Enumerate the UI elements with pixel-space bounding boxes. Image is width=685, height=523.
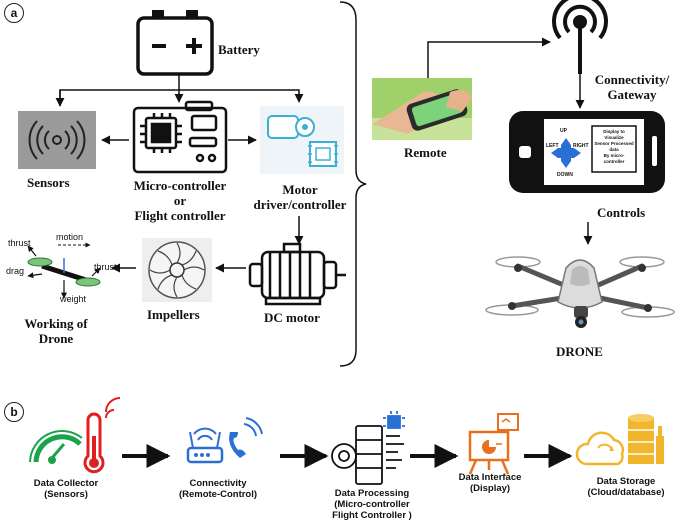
mcu-label: Micro-controller or Flight controller	[124, 178, 236, 223]
stage-label-line: Data Processing	[334, 488, 410, 499]
gauge-thermometer-icon	[29, 397, 121, 474]
stage-data-storage: Data Storage (Cloud/database)	[578, 476, 674, 498]
remote-label: Remote	[404, 145, 447, 160]
section-brace	[339, 1, 367, 367]
impellers-label: Impellers	[147, 307, 200, 322]
stage-label-line: Data Collector	[33, 478, 99, 489]
presentation-board-icon	[468, 413, 519, 475]
stage-data-processing: Data Processing (Micro-controller Flight…	[318, 488, 426, 521]
screen-line: controller	[603, 159, 625, 164]
dc-motor-label: DC motor	[264, 310, 320, 325]
stage-label-line: (Display)	[469, 483, 511, 494]
motor-driver-label-line: Motor	[282, 182, 318, 197]
gateway-label: Connectivity/ Gateway	[590, 72, 674, 102]
screen-line: Display to	[603, 129, 625, 134]
stage-data-interface: Data Interface (Display)	[446, 472, 534, 494]
motor-driver-label: Motor driver/controller	[244, 182, 356, 212]
screen-line: data	[609, 147, 619, 152]
stage-label-line: (Micro-controller	[334, 499, 410, 510]
drone-image	[485, 256, 675, 328]
stage-data-collector: Data Collector (Sensors)	[22, 478, 110, 500]
force-thrust-left: thrust	[8, 238, 31, 248]
panel-b-badge: b	[4, 402, 24, 422]
pad-right-label: RIGHT	[573, 143, 589, 149]
battery-label: Battery	[218, 42, 260, 57]
phone-screen-text: Display to Visualize Sensor Processed da…	[594, 129, 634, 165]
gateway-icon	[552, 0, 608, 74]
gateway-label-line: Gateway	[607, 87, 657, 102]
sensors-label: Sensors	[27, 175, 70, 190]
battery-icon	[136, 10, 214, 76]
pad-left-label: LEFT	[546, 143, 559, 149]
stage-label-line: Flight Controller )	[332, 510, 412, 521]
working-of-drone-label: Working of Drone	[8, 316, 104, 346]
microcontroller-icon	[132, 100, 228, 174]
force-diagram	[27, 242, 101, 299]
force-drag: drag	[6, 266, 25, 276]
stage-label-line: Connectivity	[189, 478, 247, 489]
pad-down-label: DOWN	[557, 172, 573, 178]
force-weight: weight	[60, 294, 87, 304]
controls-label: Controls	[597, 205, 646, 220]
motor-driver-icon	[260, 106, 344, 174]
drone-label: DRONE	[556, 344, 603, 359]
impeller-icon	[142, 238, 212, 302]
processing-server-icon	[331, 411, 405, 485]
working-label-line: Working of	[24, 316, 88, 331]
gateway-label-line: Connectivity/	[594, 72, 670, 87]
remote-to-gateway-arrow	[427, 37, 551, 78]
stage-label-line: (Remote-Control)	[178, 489, 258, 500]
mcu-label-line: Micro-controller	[133, 178, 227, 193]
router-phone-icon	[186, 417, 263, 464]
dc-motor-icon	[248, 242, 346, 306]
battery-connections	[55, 74, 304, 107]
cloud-database-icon	[575, 414, 664, 466]
mcu-label-line: Flight controller	[134, 208, 226, 223]
working-label-line: Drone	[38, 331, 74, 346]
motor-driver-label-line: driver/controller	[253, 197, 347, 212]
controls-phone-icon	[509, 111, 665, 193]
stage-label-line: (Sensors)	[44, 489, 88, 500]
stage-label-line: Data Storage	[596, 476, 656, 487]
panel-a-badge: a	[4, 3, 24, 23]
stage-label-line: (Cloud/database)	[587, 487, 665, 498]
stage-connectivity: Connectivity (Remote-Control)	[170, 478, 266, 500]
pad-up-label: UP	[560, 128, 567, 134]
sensors-icon	[18, 111, 96, 169]
screen-line: Sensor Processed	[594, 141, 634, 146]
remote-image	[372, 78, 472, 140]
force-motion: motion	[56, 232, 84, 242]
screen-line: By micro-	[603, 153, 625, 158]
force-thrust-right: thrust	[94, 262, 117, 272]
mcu-label-line: or	[173, 193, 187, 208]
screen-line: Visualize	[604, 135, 624, 140]
stage-label-line: Data Interface	[458, 472, 522, 483]
